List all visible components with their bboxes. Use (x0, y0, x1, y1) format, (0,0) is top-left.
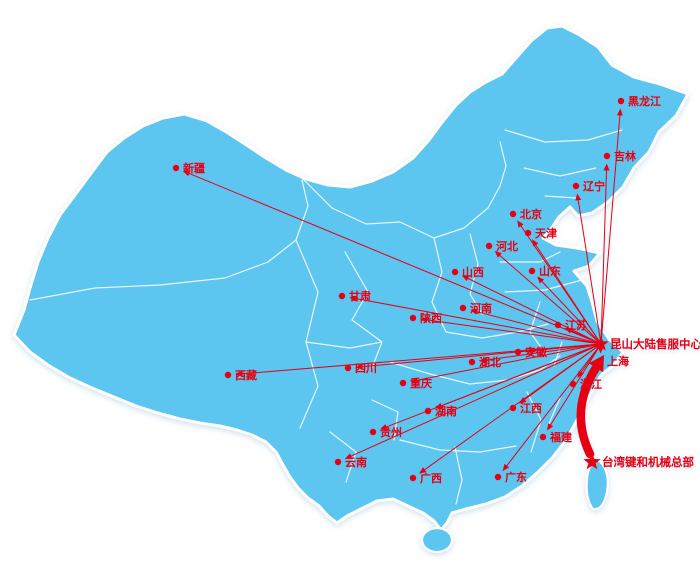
route-arrow (349, 295, 602, 345)
hub-markers-layer: 昆山大陆售服中心 台湾键和机械总部 (583, 336, 700, 470)
province-label: 北京 (520, 207, 542, 221)
province-dot (409, 314, 417, 322)
province-label: 云南 (345, 455, 367, 469)
province-dot (459, 304, 467, 312)
thick-arrow-shaft (576, 363, 601, 459)
route-arrow (502, 343, 602, 472)
route-arrow (494, 250, 602, 345)
route-arrow (564, 327, 602, 345)
province-label: 江西 (520, 401, 542, 415)
province-label: 陕西 (420, 311, 442, 325)
route-arrow (470, 308, 602, 345)
route-arrow (410, 343, 602, 384)
province-label: 福建 (549, 430, 573, 444)
province-dot (344, 364, 352, 372)
province-dot (524, 229, 532, 237)
route-arrow (479, 343, 602, 364)
province-label: 广西 (420, 471, 442, 485)
taiwan-headquarters-label: 台湾键和机械总部 (602, 455, 694, 469)
province-label: 西藏 (235, 368, 257, 382)
province-dot (596, 357, 604, 365)
landmass-layer (12, 24, 690, 554)
province-dot (514, 348, 522, 356)
route-arrow (235, 343, 602, 377)
province-borders (29, 129, 623, 505)
route-arrow (344, 343, 602, 459)
province-dot (224, 371, 232, 379)
province-dot (172, 164, 180, 172)
taiwan-star-icon (583, 453, 601, 470)
route-arrows-layer (182, 108, 623, 474)
province-dots-layer (172, 97, 625, 482)
province-label: 黑龙江 (628, 94, 661, 108)
province-dot (399, 379, 407, 387)
route-arrow (461, 275, 602, 345)
province-label: 安徽 (525, 345, 548, 359)
route-arrow (600, 163, 610, 345)
province-dot (528, 267, 536, 275)
province-dot (572, 182, 580, 190)
china-mainland-shape (12, 24, 690, 532)
route-arrow (532, 239, 602, 345)
province-dot (468, 358, 476, 366)
province-label: 河北 (496, 239, 518, 253)
province-dot (494, 473, 502, 481)
province-label: 贵州 (380, 425, 402, 439)
taiwan-island (585, 456, 609, 511)
province-label: 山西 (462, 265, 484, 279)
province-dot (569, 380, 577, 388)
province-dot (424, 407, 432, 415)
province-dot (617, 97, 625, 105)
province-label: 上海 (607, 354, 629, 368)
province-label: 江苏 (565, 318, 587, 332)
kunshan-star-icon (593, 336, 609, 351)
province-dot (485, 242, 493, 250)
province-label: 湖北 (479, 355, 501, 369)
province-label: 新疆 (183, 161, 205, 175)
province-dot (554, 321, 562, 329)
hainan-island (420, 526, 454, 554)
route-arrow (380, 343, 602, 430)
province-label: 湖南 (435, 404, 457, 418)
province-label: 广东 (505, 470, 527, 484)
province-label: 浙江 (580, 377, 602, 391)
province-dot (451, 268, 459, 276)
province-dot (409, 474, 417, 482)
route-arrow (537, 276, 602, 345)
route-arrow (182, 170, 602, 345)
route-arrow (600, 108, 623, 345)
province-label: 重庆 (410, 376, 432, 390)
province-dot (603, 152, 611, 160)
province-dot (509, 210, 517, 218)
province-label: 吉林 (614, 149, 636, 163)
province-label: 河南 (470, 301, 492, 315)
province-dot (369, 428, 377, 436)
province-dot (509, 404, 517, 412)
province-dot (338, 292, 346, 300)
province-label: 辽宁 (583, 179, 605, 193)
province-dot (334, 458, 342, 466)
kunshan-center-label: 昆山大陆售服中心 (610, 337, 700, 351)
route-arrow (420, 316, 602, 345)
province-label: 天津 (535, 226, 557, 240)
province-label: 四川 (355, 362, 377, 375)
province-dot (539, 433, 547, 441)
province-label: 甘肃 (349, 289, 371, 303)
route-arrow (575, 193, 602, 345)
province-label: 山东 (539, 264, 561, 278)
